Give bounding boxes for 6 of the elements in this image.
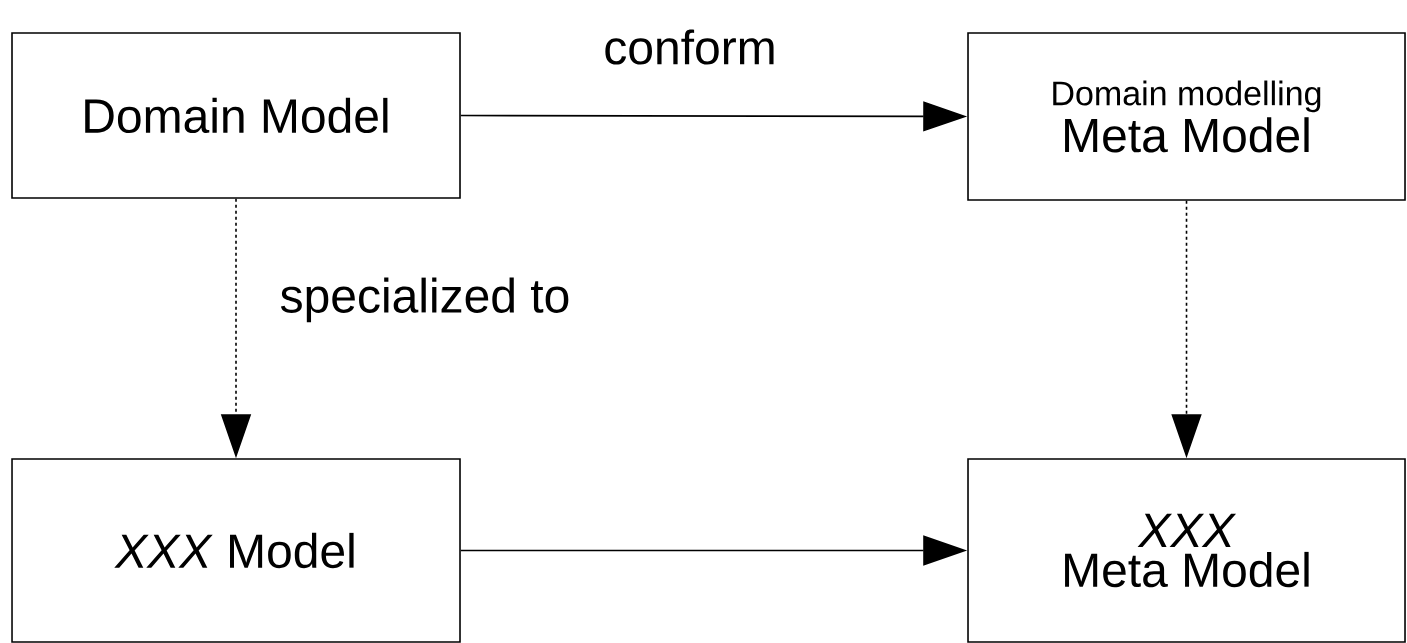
model-box: Domain modelling Meta Model bbox=[967, 32, 1406, 201]
edge-label: conform bbox=[601, 27, 779, 67]
model-box: XXX Model bbox=[11, 458, 461, 643]
model-box: XXX Meta Model bbox=[967, 458, 1406, 643]
edge-label: specialized to bbox=[277, 275, 573, 325]
model-box: Domain Model bbox=[11, 32, 461, 199]
